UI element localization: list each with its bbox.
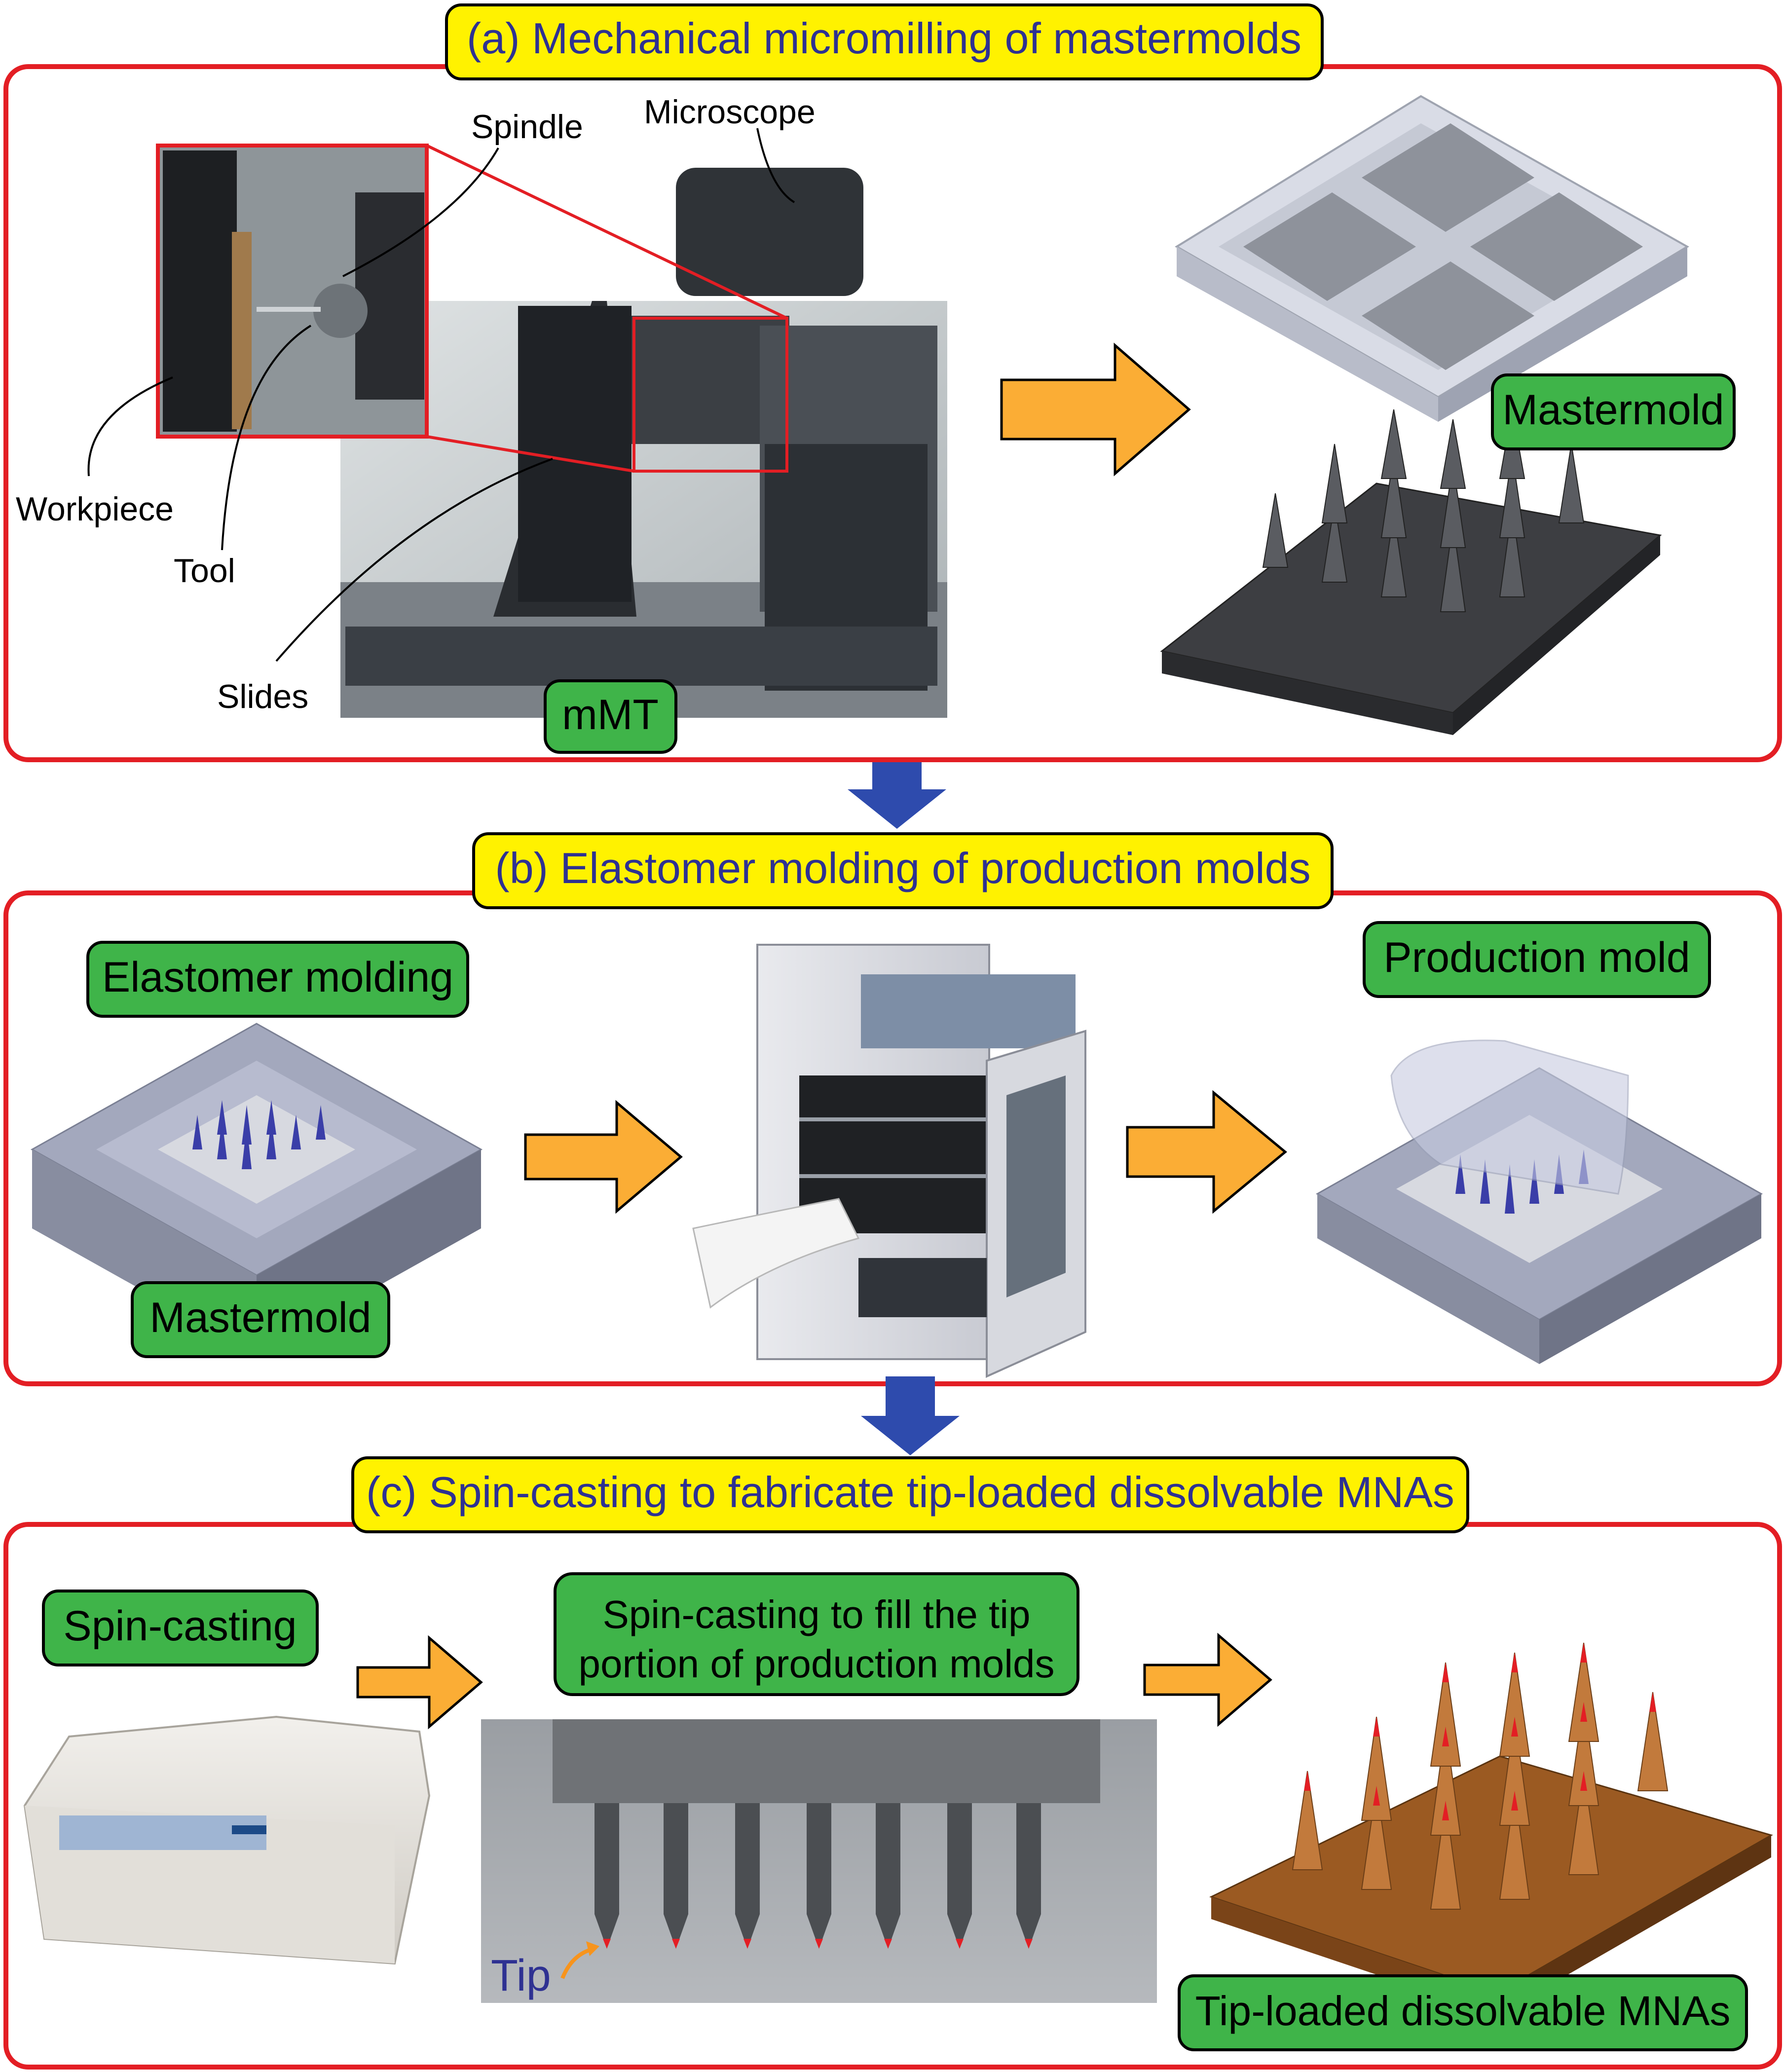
centrifuge-photo [23, 1715, 431, 1965]
tip-loaded-label: Tip-loaded dissolvable MNAs [1195, 1988, 1731, 2034]
flow-arrow-c2 [1143, 1632, 1272, 1727]
mmt-photo [340, 168, 947, 718]
production-mold-badge [1363, 921, 1711, 998]
down-arrow-bc [861, 1376, 960, 1455]
panel-a: Spindle Microscope Workpiece Tool Slides [3, 64, 1782, 762]
vacuum-oven-photo [692, 944, 1086, 1378]
zoom-indicator [426, 144, 788, 473]
elastomer-molding-label: Elastomer molding [102, 954, 453, 1001]
mastermold-label-b: Mastermold [149, 1294, 371, 1341]
slides-label: Slides [217, 678, 308, 715]
tip-loaded-mna-render [1209, 1642, 1773, 2015]
title-a-badge [445, 3, 1324, 80]
production-mold-label: Production mold [1383, 934, 1690, 981]
production-mold-render [1315, 1039, 1763, 1364]
microscope-label: Microscope [644, 93, 816, 131]
flow-arrow-b1 [524, 1100, 683, 1214]
title-a: (a) Mechanical micromilling of mastermol… [467, 14, 1301, 63]
title-c-badge [351, 1456, 1469, 1533]
callout-leaders [87, 128, 795, 662]
flow-arrow-c1 [356, 1635, 483, 1730]
down-arrow-ab [848, 762, 946, 829]
tool-label: Tool [174, 552, 235, 590]
fill-tip-label-line2: portion of production molds [579, 1642, 1055, 1686]
spindle-inset-photo [156, 144, 429, 439]
title-b-badge [472, 832, 1334, 909]
mastermold-badge-b [131, 1281, 390, 1358]
mmt-label: mMT [562, 691, 659, 739]
spin-casting-badge [42, 1590, 319, 1666]
mastermold-badge-a [1491, 373, 1736, 450]
mastermold-label-a: Mastermold [1502, 386, 1724, 434]
title-c: (c) Spin-casting to fabricate tip-loaded… [366, 1468, 1454, 1517]
mold-cross-section [481, 1719, 1157, 2003]
tip-loaded-badge [1178, 1974, 1748, 2051]
mmt-badge [544, 679, 677, 754]
spin-casting-label: Spin-casting [63, 1602, 297, 1650]
title-b: (b) Elastomer molding of production mold… [495, 844, 1310, 892]
flow-arrow-b2 [1126, 1090, 1287, 1214]
elastomer-molding-badge [86, 941, 469, 1018]
fill-tip-badge [554, 1572, 1079, 1696]
mastermold-render [1175, 95, 1689, 422]
tip-label: Tip [491, 1951, 551, 2000]
workpiece-label: Workpiece [16, 490, 174, 528]
microneedle-array-render [1160, 409, 1662, 735]
spindle-label: Spindle [471, 108, 583, 146]
panel-c: Tip [3, 1522, 1782, 2070]
fill-tip-label-line1: Spin-casting to fill the tip [602, 1592, 1030, 1636]
flow-arrow-a [1000, 342, 1191, 477]
